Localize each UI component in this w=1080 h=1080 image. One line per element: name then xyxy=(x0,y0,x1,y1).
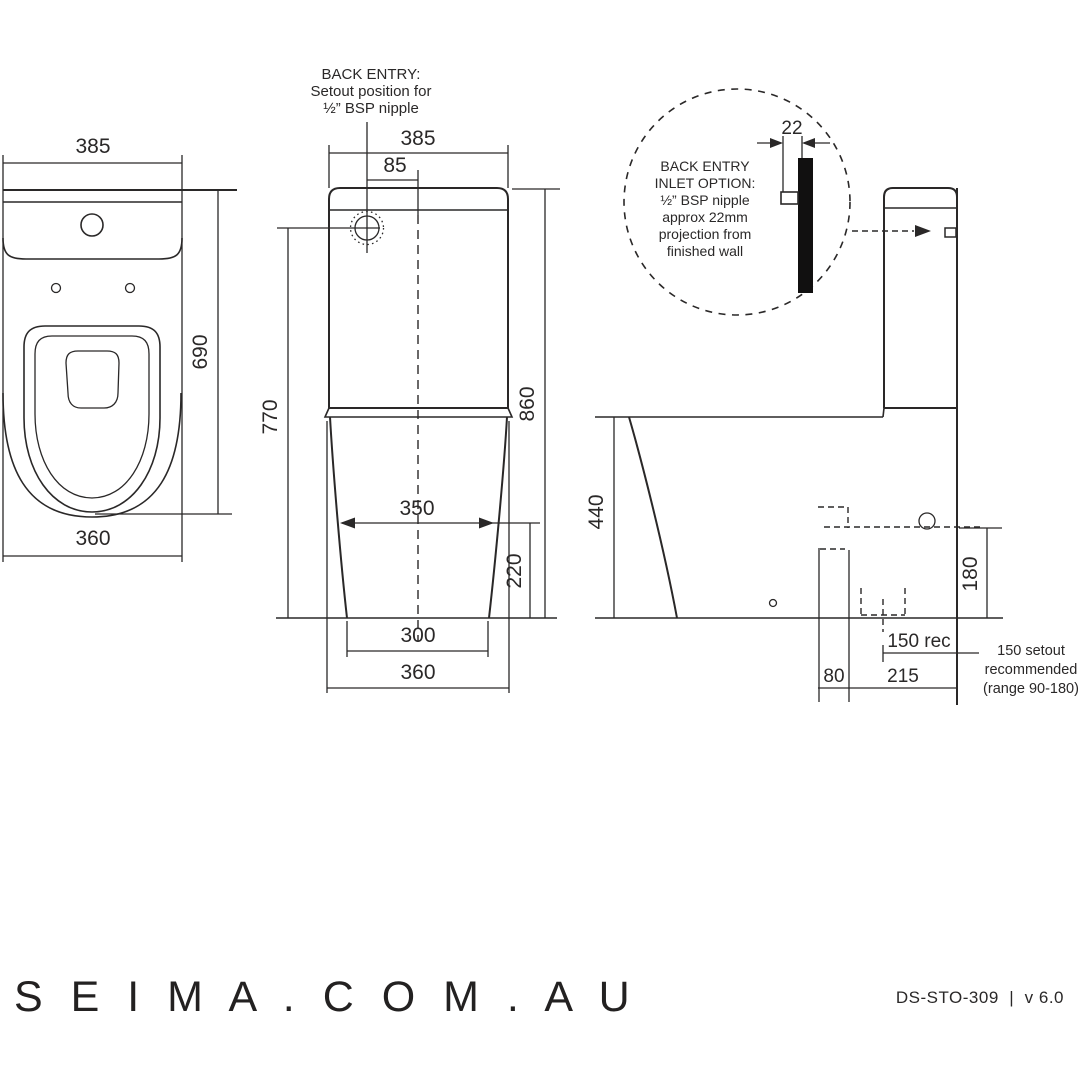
doc-version: v 6.0 xyxy=(1024,988,1064,1007)
seat-outer xyxy=(23,325,161,513)
dim-inlet-height-label: 180 xyxy=(959,556,982,591)
flush-button xyxy=(80,213,104,237)
top-view: 385 690 360 xyxy=(2,135,237,562)
pan-outline xyxy=(2,392,182,518)
arrow-right-icon xyxy=(915,225,931,237)
arrow-left-icon xyxy=(802,138,815,148)
seat-inner xyxy=(34,335,150,499)
bsp-nipple xyxy=(780,191,799,205)
seat-recess xyxy=(65,350,120,409)
dim-inlet-height-label: 770 xyxy=(259,399,282,434)
inlet-note-line3: ½” BSP nipple xyxy=(660,192,749,208)
cistern-bottom xyxy=(2,237,183,260)
setout-note-line3: (range 90-180) xyxy=(983,681,1079,697)
detail-view: BACK ENTRY INLET OPTION: ½” BSP nipple a… xyxy=(623,88,931,316)
cistern-outline xyxy=(883,187,958,408)
fixing-hole xyxy=(768,598,778,608)
setout-note-line1: 150 setout xyxy=(997,643,1065,659)
inlet-note-line6: finished wall xyxy=(667,243,743,259)
inlet-note-line1: BACK ENTRY xyxy=(660,158,750,174)
back-entry-note-line3: ½” BSP nipple xyxy=(323,100,419,117)
pan-front-curve xyxy=(628,416,678,619)
document-code: DS-STO-309 | v 6.0 xyxy=(896,988,1064,1008)
dim-pan-mid-width-label: 350 xyxy=(399,497,434,520)
hinge-hole xyxy=(50,282,62,294)
dim-trap-offset-label: 215 xyxy=(887,666,919,687)
front-view: BACK ENTRY: Setout position for ½” BSP n… xyxy=(259,66,560,693)
wall-section xyxy=(798,158,813,293)
brand-website: S E I M A . C O M . A U xyxy=(14,973,638,1021)
dim-inlet-offset-label: 85 xyxy=(383,154,406,177)
dim-pan-height-label: 440 xyxy=(585,494,608,529)
arrow-left-icon xyxy=(340,517,355,529)
arrow-right-icon xyxy=(770,138,783,148)
setout-note-line2: recommended xyxy=(985,662,1078,678)
dim-pan-width-label: 360 xyxy=(400,661,435,684)
dim-pan-mid-height-label: 220 xyxy=(503,553,526,588)
dim-pan-width-label: 360 xyxy=(75,527,110,550)
cistern-outline xyxy=(328,187,509,408)
doc-separator: | xyxy=(1009,988,1015,1007)
doc-code: DS-STO-309 xyxy=(895,988,999,1007)
inlet-note-line5: projection from xyxy=(659,226,752,242)
dim-cistern-width-label: 385 xyxy=(75,135,110,158)
inlet-setout-marker xyxy=(349,210,385,246)
dim-depth-label: 690 xyxy=(189,334,212,369)
dim-setout-label: 150 rec xyxy=(887,631,950,652)
back-entry-note-line2: Setout position for xyxy=(311,83,432,100)
dim-back-offset-label: 80 xyxy=(823,666,844,687)
inlet-note-line4: approx 22mm xyxy=(662,209,748,225)
pan-top-joint xyxy=(882,407,885,418)
dim-base-width-label: 300 xyxy=(400,624,435,647)
hinge-hole xyxy=(124,282,136,294)
arrow-right-icon xyxy=(479,517,494,529)
pedestal-left xyxy=(329,416,348,619)
inlet-note-line2: INLET OPTION: xyxy=(655,175,756,191)
inlet-hole xyxy=(918,512,936,530)
dim-cistern-width-label: 385 xyxy=(400,127,435,150)
dim-overall-height-label: 860 xyxy=(516,386,539,421)
side-view: 440 180 150 rec 80 215 150 setout recomm… xyxy=(585,187,1079,705)
dim-projection-label: 22 xyxy=(781,118,802,139)
pedestal-right xyxy=(488,416,508,619)
inlet-nipple xyxy=(944,227,957,238)
back-entry-note-line1: BACK ENTRY: xyxy=(322,66,421,83)
detail-bubble xyxy=(623,88,851,316)
